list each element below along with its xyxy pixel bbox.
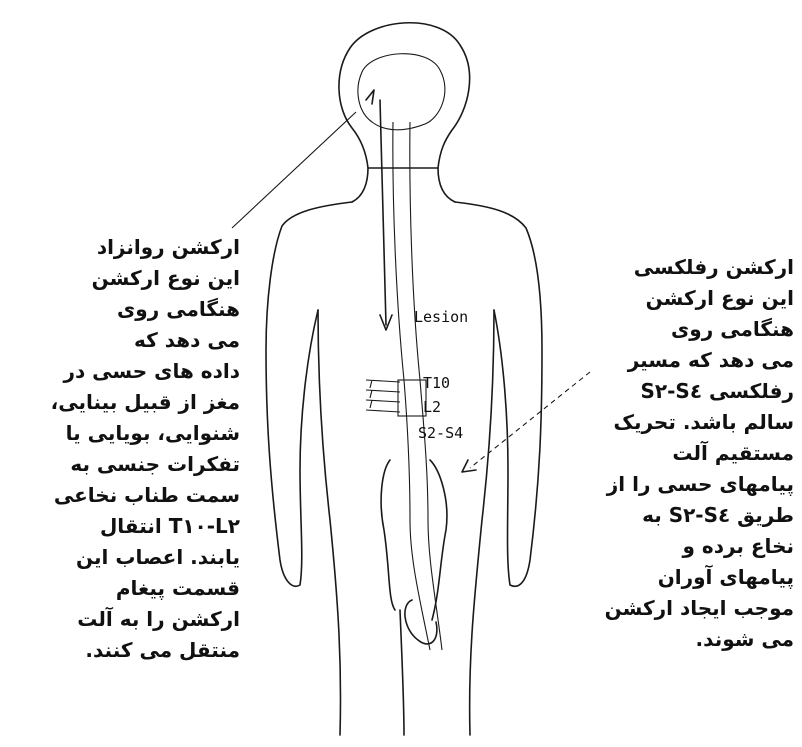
text-line: تفکرات جنسی به [8,449,240,480]
pointer-line-left [232,112,356,228]
lesion-label: Lesion [414,308,468,326]
reflex-erection-text: ارکشن رفلکسی این نوع ارکشن هنگامی روی می… [568,252,794,655]
text-line: یابند. اعصاب این [8,542,240,573]
text-line: شنوایی، بویایی یا [8,418,240,449]
text-line: ارکشن را به آلت [8,604,240,635]
text-line: می شوند. [568,624,794,655]
text-line: قسمت پیغام [8,573,240,604]
text-line: نخاع برده و [568,531,794,562]
text-line: این نوع ارکشن [568,283,794,314]
text-line: مغز از قبیل بینایی، [8,387,240,418]
text-line: طریق S۲-S٤ به [568,500,794,531]
psychogenic-erection-text: ارکشن روانزاد این نوع ارکشن هنگامی روی م… [8,232,240,666]
text-line: سالم باشد. تحریک [568,407,794,438]
s2-s4-label: S2-S4 [418,424,463,442]
brain-outline [358,54,445,130]
l2-label: L2 [423,398,441,416]
text-line: می دهد که [8,325,240,356]
nerve-roots [366,380,400,412]
text-line: پیامهای آوران [568,562,794,593]
legs-outline [318,310,494,735]
text-line: داده های حسی در [8,356,240,387]
text-line: منتقل می کنند. [8,635,240,666]
torso-outline [266,202,542,586]
text-line: ارکشن روانزاد [8,232,240,263]
brain-to-cord-arrow [380,100,386,325]
text-line: سمت طناب نخاعی [8,480,240,511]
text-line: هنگامی روی [568,314,794,345]
t10-label: T10 [423,374,450,392]
text-line: هنگامی روی [8,294,240,325]
reflex-arrowhead [462,460,476,472]
text-line: این نوع ارکشن [8,263,240,294]
neck-outline [352,168,455,202]
text-line: موجب ایجاد ارکشن [568,593,794,624]
arrowhead-head [366,90,374,104]
text-line: مستقیم آلت [568,438,794,469]
text-line: رفلکسی S۲-S٤ [568,376,794,407]
text-line: ارکشن رفلکسی [568,252,794,283]
text-line: پیامهای حسی را از [568,469,794,500]
text-line: می دهد که مسیر [568,345,794,376]
text-line: T۱۰-L۲ انتقال [8,511,240,542]
